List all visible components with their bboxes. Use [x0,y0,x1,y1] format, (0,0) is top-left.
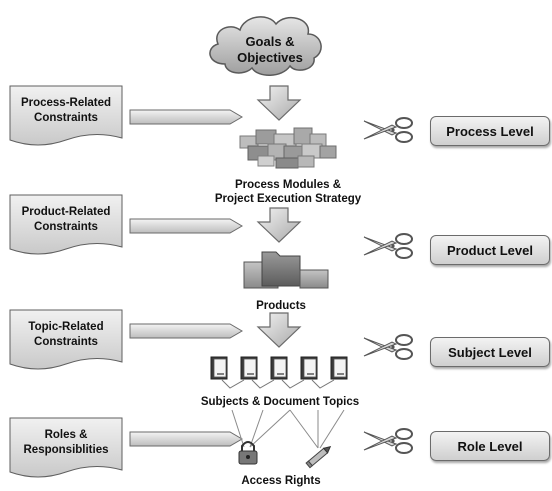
role-level-box: Role Level [430,431,550,461]
constraint-line-1: Process-Related [20,97,112,109]
constraint-label: Product-Related Constraints [10,205,122,235]
goal-line-1: Goals & [245,34,295,49]
constraint-line-1: Product-Related [21,206,111,218]
constraint-label: Roles & Responsiblities [10,428,122,458]
pencil-icon [305,445,332,469]
folder-icon [243,251,329,289]
access-lines [231,409,345,449]
document-icon [300,356,318,380]
level-label: Product Level [447,242,533,258]
level-label: Process Level [446,123,534,139]
constraint-line-2: Responsiblities [23,444,109,456]
document-links [221,379,335,389]
document-icon [270,356,288,380]
down-arrow-icon [257,207,301,243]
constraint-label: Topic-Related Constraints [10,320,122,350]
down-arrow-icon [257,85,301,121]
document-icons [210,356,348,380]
scissors-icon [363,117,413,143]
goal-line-2: Objectives [237,50,303,65]
constraint-line-2: Constraints [34,112,98,124]
constraint-line-2: Constraints [34,221,98,233]
goal-label: Goals & Objectives [232,34,308,66]
product-level-box: Product Level [430,235,550,265]
stage-label-subjects: Subjects & Document Topics [180,395,380,409]
stage-label-products: Products [188,299,374,313]
cubes-icon [239,127,337,169]
down-arrow-icon [257,312,301,348]
constraint-label: Process-Related Constraints [10,96,122,126]
stage-line-2: Project Execution Strategy [214,193,362,205]
document-icon [240,356,258,380]
process-level-box: Process Level [430,116,550,146]
level-label: Role Level [457,438,523,454]
lock-icon [238,441,258,465]
stage-label-process-modules: Process Modules & Project Execution Stra… [188,178,388,206]
scissors-icon [363,334,413,360]
stage-line-1: Access Rights [241,475,321,487]
stage-line-1: Process Modules & [234,179,342,191]
scissors-icon [363,233,413,259]
scissors-icon [363,428,413,454]
constraint-line-1: Roles & [44,429,88,441]
constraint-line-2: Constraints [34,336,98,348]
side-arrow-icon [129,431,243,447]
cloud-icon [209,16,322,76]
side-arrow-icon [129,218,243,234]
constraint-line-1: Topic-Related [28,321,104,333]
level-label: Subject Level [448,344,532,360]
subject-level-box: Subject Level [430,337,550,367]
stage-line-1: Subjects & Document Topics [200,396,360,408]
stage-label-access-rights: Access Rights [188,474,374,488]
document-icon [210,356,228,380]
side-arrow-icon [129,323,243,339]
stage-line-1: Products [256,300,306,312]
document-icon [330,356,348,380]
side-arrow-icon [129,109,243,125]
